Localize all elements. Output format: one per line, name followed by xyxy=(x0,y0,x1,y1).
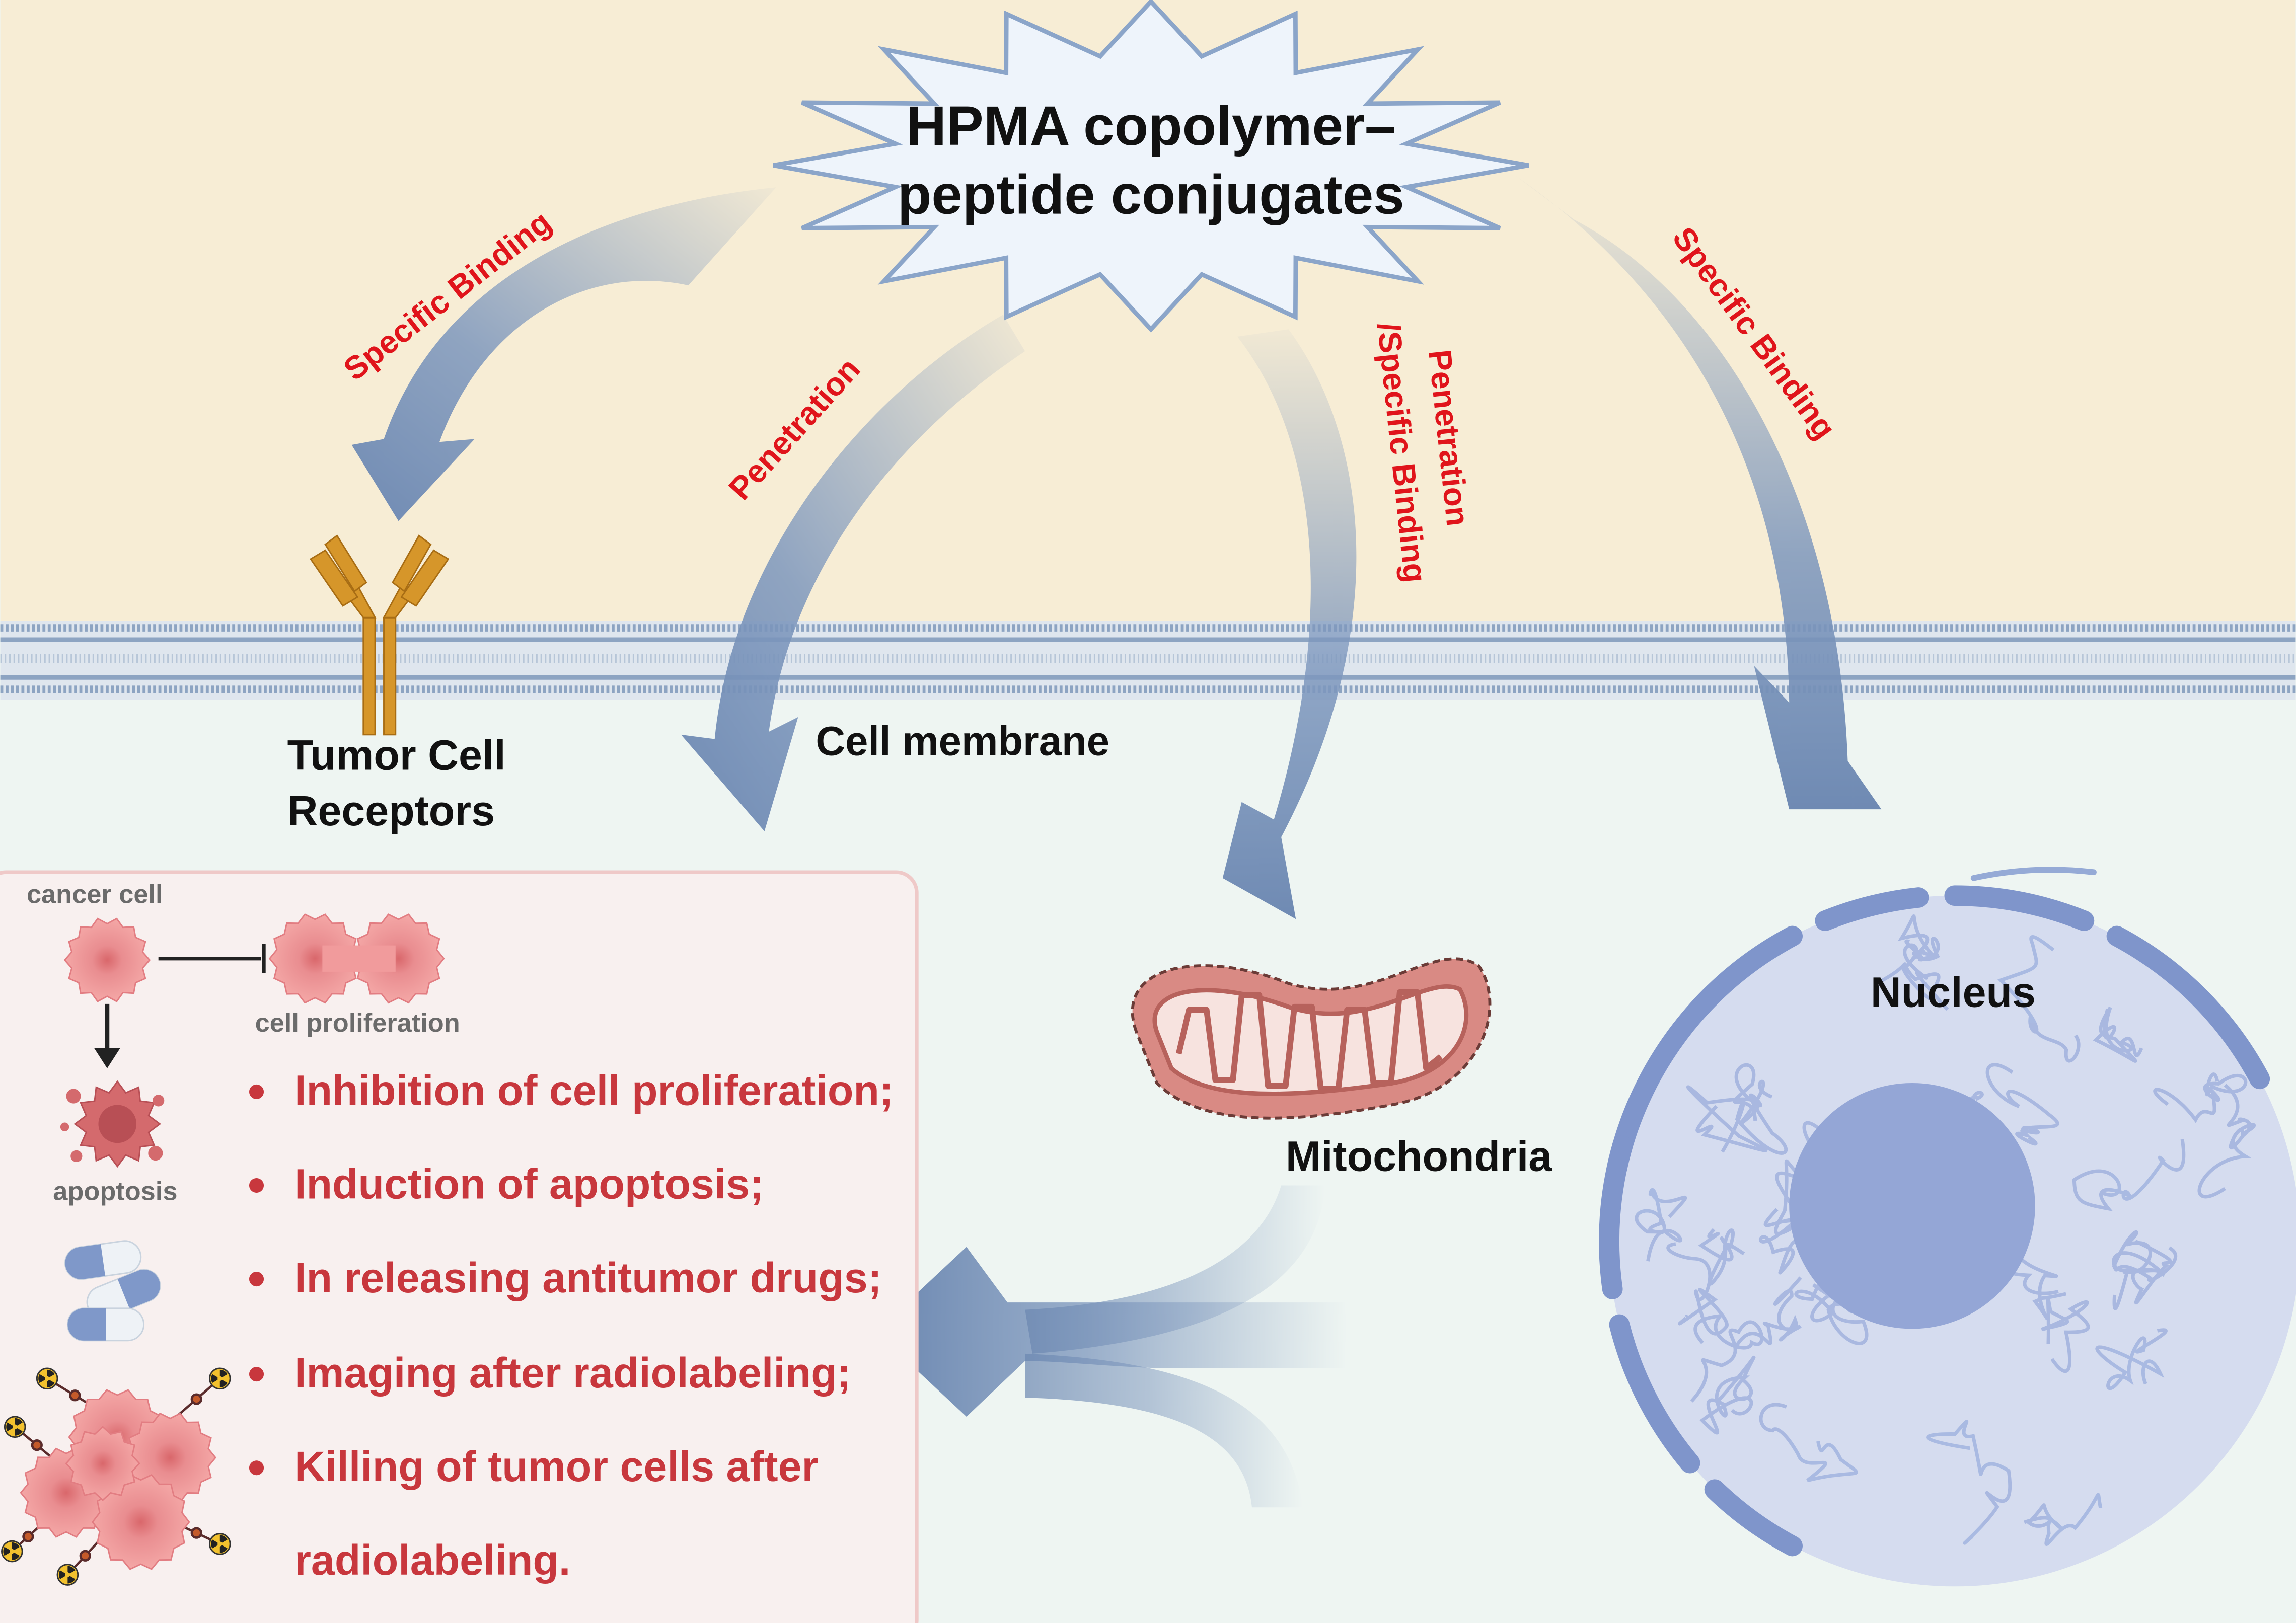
bullet xyxy=(249,1178,264,1193)
arrow-effects-output xyxy=(875,1185,1347,1508)
effects-panel xyxy=(0,870,919,1623)
label-nucleus: Nucleus xyxy=(1871,969,2036,1016)
effect-item: Induction of apoptosis; xyxy=(294,1161,764,1208)
effect-item: In releasing antitumor drugs; xyxy=(294,1254,882,1301)
label-cell-membrane: Cell membrane xyxy=(816,719,1109,764)
title-line1: HPMA copolymer– xyxy=(906,95,1395,157)
label-cancer-cell: cancer cell xyxy=(27,880,163,909)
bullet xyxy=(249,1460,264,1476)
bullet xyxy=(249,1367,264,1382)
antibody-receptor-icon xyxy=(310,534,450,736)
dividing-cell-icon xyxy=(268,913,445,1004)
label-receptor-line1: Tumor Cell xyxy=(287,732,506,779)
arrow-specific-binding-right xyxy=(1515,175,1882,810)
radiolabel-icon xyxy=(1,1367,231,1586)
arrow-specific-binding-left xyxy=(351,187,776,521)
cancer-cell-icon xyxy=(63,917,151,1002)
apoptotic-cell-icon xyxy=(60,1080,165,1168)
effect-item: Imaging after radiolabeling; xyxy=(294,1349,851,1397)
label-mitochondria: Mitochondria xyxy=(1286,1132,1552,1180)
effects-list: Inhibition of cell proliferation; Induct… xyxy=(249,1067,894,1584)
down-arrow xyxy=(94,1003,121,1068)
bullet xyxy=(249,1272,264,1287)
effect-item: Killing of tumor cells after xyxy=(294,1443,818,1490)
capsule-icon xyxy=(64,1240,161,1342)
nucleus-icon xyxy=(1599,867,2296,1587)
arrow-penetration-specific-binding xyxy=(1222,329,1357,919)
mitochondria-icon xyxy=(1131,957,1492,1120)
effect-item: radiolabeling. xyxy=(294,1536,570,1584)
cell-membrane xyxy=(0,621,2296,700)
title-line2: peptide conjugates xyxy=(898,164,1404,226)
label-cell-proliferation: cell proliferation xyxy=(255,1009,460,1038)
starburst-icon xyxy=(773,0,1529,333)
bullet xyxy=(249,1084,264,1099)
label-receptor-line2: Receptors xyxy=(287,787,495,834)
effect-item: Inhibition of cell proliferation; xyxy=(294,1067,894,1114)
label-apoptosis: apoptosis xyxy=(53,1177,177,1206)
arrow-penetration xyxy=(681,315,1025,831)
